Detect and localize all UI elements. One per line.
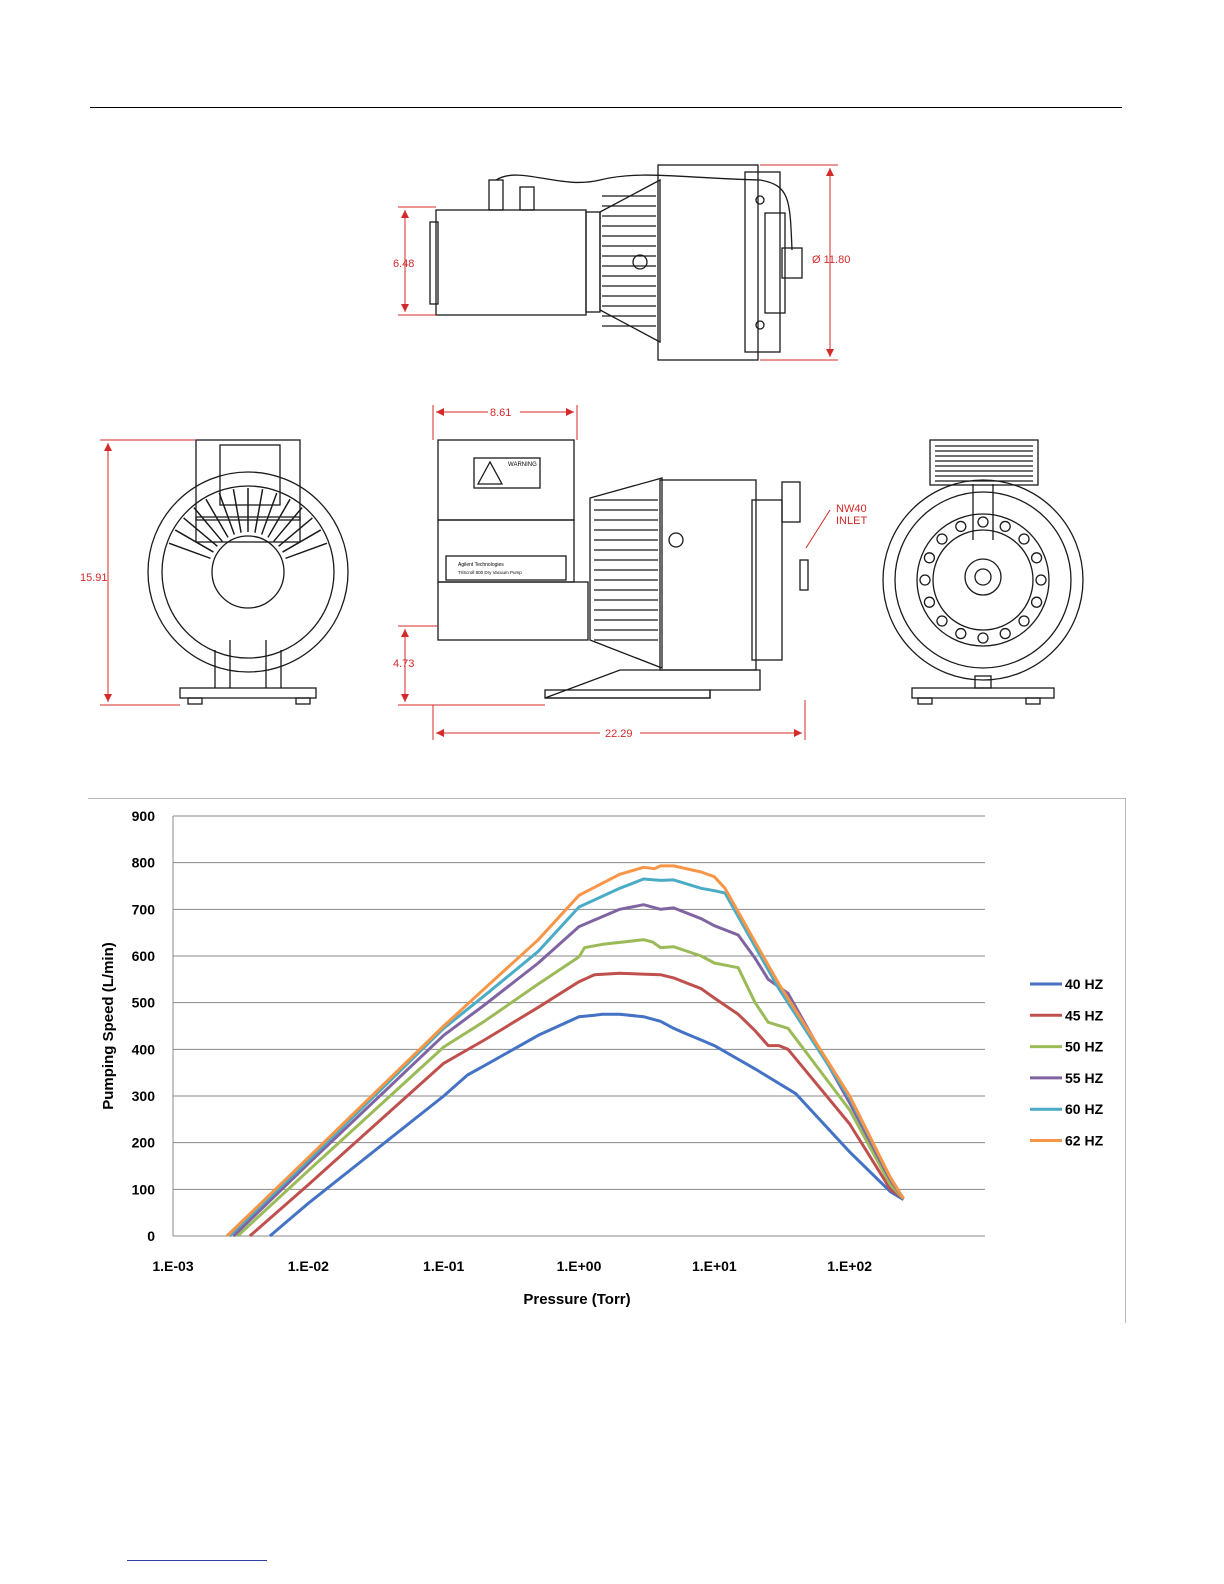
legend-label: 62 HZ bbox=[1065, 1133, 1104, 1149]
x-tick-label: 1.E-02 bbox=[288, 1258, 329, 1274]
y-tick-label: 800 bbox=[132, 855, 156, 871]
series-line-60-hz bbox=[229, 879, 903, 1236]
chart-legend: 40 HZ 45 HZ 50 HZ 55 HZ 60 HZ 62 HZ bbox=[1030, 976, 1104, 1149]
x-axis-label: Pressure (Torr) bbox=[523, 1291, 630, 1308]
legend-label: 45 HZ bbox=[1065, 1007, 1104, 1023]
y-tick-label: 400 bbox=[132, 1041, 156, 1057]
x-tick-label: 1.E+00 bbox=[557, 1258, 602, 1274]
footer-link-rule bbox=[127, 1560, 267, 1561]
y-tick-label: 700 bbox=[132, 901, 156, 917]
chart-x-ticks: 1.E-03 1.E-02 1.E-01 1.E+00 1.E+01 1.E+02 bbox=[152, 1258, 872, 1274]
y-axis-label: Pumping Speed (L/min) bbox=[100, 942, 117, 1110]
y-tick-label: 900 bbox=[132, 808, 156, 824]
series-line-40-hz bbox=[270, 1014, 904, 1236]
y-tick-label: 600 bbox=[132, 948, 156, 964]
x-tick-label: 1.E-01 bbox=[423, 1258, 464, 1274]
y-tick-label: 0 bbox=[147, 1228, 155, 1244]
y-tick-label: 500 bbox=[132, 995, 156, 1011]
legend-label: 40 HZ bbox=[1065, 976, 1104, 992]
legend-label: 55 HZ bbox=[1065, 1070, 1104, 1086]
chart-series bbox=[227, 866, 904, 1236]
y-tick-label: 300 bbox=[132, 1088, 156, 1104]
legend-label: 60 HZ bbox=[1065, 1101, 1104, 1117]
x-tick-label: 1.E+02 bbox=[827, 1258, 872, 1274]
legend-label: 50 HZ bbox=[1065, 1039, 1104, 1055]
y-tick-label: 200 bbox=[132, 1135, 156, 1151]
chart-y-ticks: 0 100 200 300 400 500 600 700 800 900 bbox=[132, 808, 156, 1244]
series-line-55-hz bbox=[234, 905, 904, 1236]
x-tick-label: 1.E+01 bbox=[692, 1258, 737, 1274]
y-tick-label: 100 bbox=[132, 1181, 156, 1197]
series-line-50-hz bbox=[238, 940, 904, 1236]
x-tick-label: 1.E-03 bbox=[152, 1258, 193, 1274]
